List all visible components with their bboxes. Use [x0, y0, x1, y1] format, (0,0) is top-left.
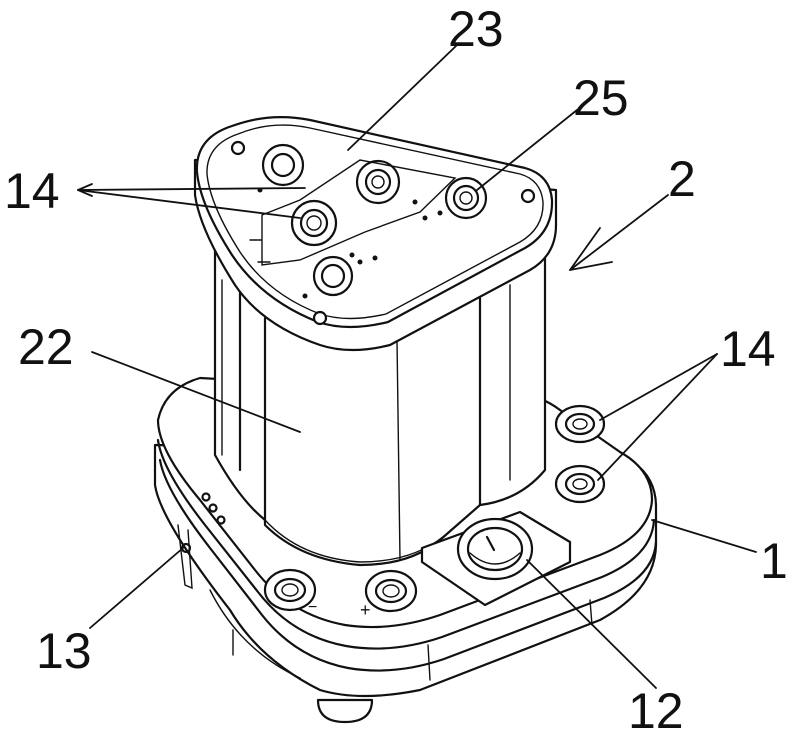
top-socket-a	[263, 145, 303, 185]
label-23: 23	[448, 1, 504, 57]
indicator-dot-1	[203, 494, 210, 501]
panel-dot	[373, 256, 378, 261]
minus-marking: −	[308, 599, 317, 616]
base-socket-upper-right	[556, 406, 604, 442]
top-socket-e	[314, 257, 352, 295]
top-socket-b	[357, 161, 399, 203]
leader-14-right-a	[600, 354, 717, 420]
panel-dot	[423, 216, 428, 221]
panel-dot	[303, 294, 308, 299]
indicator-dot-3	[218, 517, 225, 524]
top-socket-c	[292, 201, 336, 245]
leader-23	[348, 46, 456, 150]
label-13: 13	[36, 623, 92, 679]
plus-marking: +	[360, 600, 371, 620]
label-12: 12	[628, 683, 684, 739]
label-1: 1	[760, 533, 788, 589]
panel-dot	[358, 260, 363, 265]
panel-dot	[350, 253, 355, 258]
arrowhead-2	[570, 228, 612, 270]
panel-screw-1	[232, 142, 244, 154]
panel-dot	[438, 211, 443, 216]
label-22: 22	[18, 319, 74, 375]
label-14-top: 14	[4, 163, 60, 219]
label-14-right: 14	[720, 321, 776, 377]
panel-screw-2	[522, 190, 534, 202]
leader-13	[90, 548, 183, 628]
base-socket-lower-right	[556, 466, 604, 502]
label-25: 25	[573, 70, 629, 126]
label-2: 2	[668, 151, 696, 207]
leader-2	[570, 195, 668, 270]
bottom-foot	[318, 700, 372, 722]
top-socket-d	[446, 178, 486, 218]
panel-dot	[413, 200, 418, 205]
indicator-dot-2	[210, 505, 217, 512]
panel-screw-3	[314, 312, 326, 324]
base-socket-right	[366, 571, 416, 611]
leader-1	[652, 520, 756, 552]
leader-14-right-b	[598, 354, 717, 480]
